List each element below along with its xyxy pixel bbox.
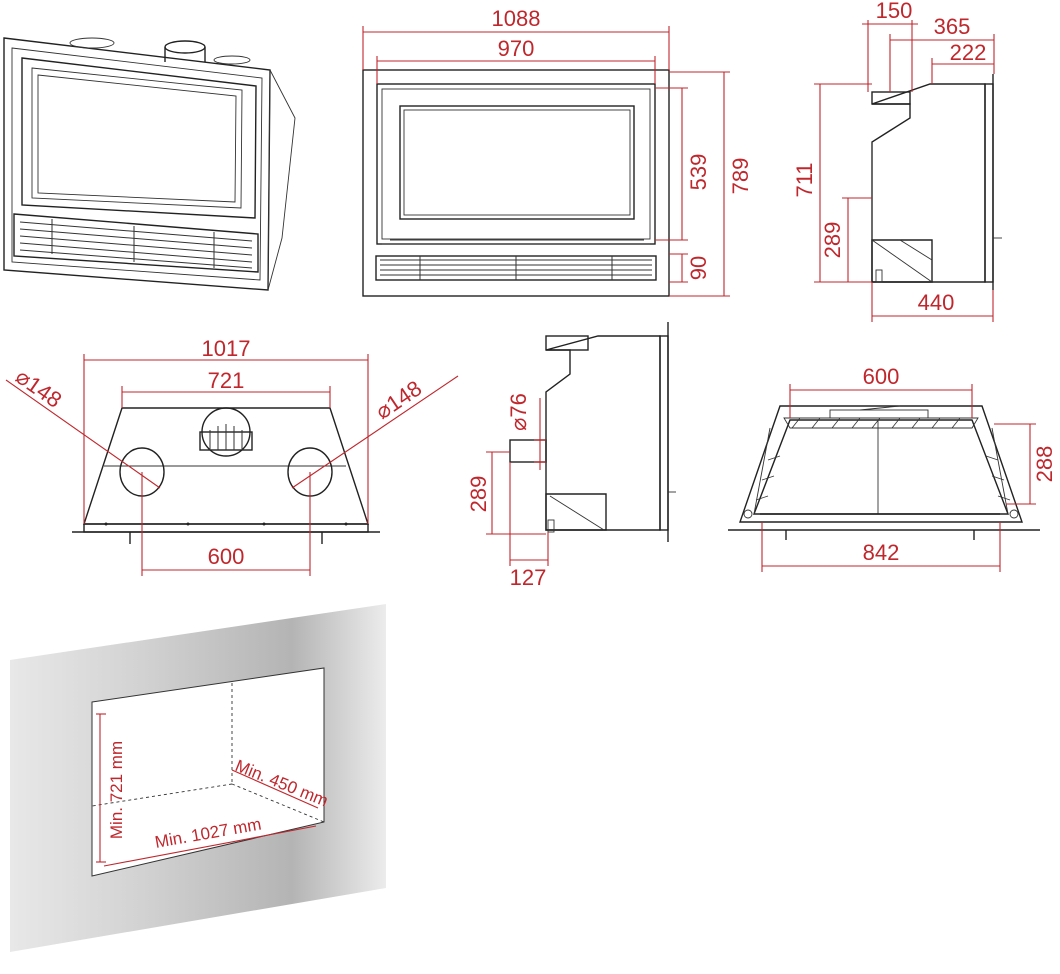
dim-side-inlet-diameter: ⌀76	[506, 393, 531, 431]
dim-side-offset: 127	[510, 565, 547, 590]
dim-side-depth: 440	[918, 290, 955, 315]
dim-side-lower-height: 289	[820, 222, 845, 259]
dim-side-depth-top: 222	[950, 40, 987, 65]
side-view-bottom-dimensions: ⌀76 289 127	[466, 393, 549, 590]
side-view-top-dimensions: 150 365 222 711 289 440	[792, 0, 995, 322]
dim-top-outlet-spacing: 600	[208, 544, 245, 569]
dim-section-width-bottom: 842	[863, 540, 900, 565]
section-view	[728, 405, 1040, 540]
top-view	[72, 407, 380, 544]
dim-front-total-height: 789	[728, 158, 753, 195]
wall-niche	[10, 604, 386, 952]
dim-front-inner-width: 970	[498, 36, 535, 61]
dim-top-diameter-left: ⌀148	[11, 364, 66, 413]
dim-side-total-height: 711	[792, 162, 817, 197]
perspective-view	[3, 37, 296, 291]
front-view	[362, 69, 670, 297]
dim-front-width: 1088	[492, 6, 541, 31]
side-view-bottom	[509, 322, 676, 542]
dim-section-width-top: 600	[863, 364, 900, 389]
dim-niche-min-height: Min. 721 mm	[107, 741, 126, 839]
dim-side-flue-offset: 365	[934, 14, 971, 39]
side-view-top	[871, 74, 1002, 290]
dim-top-width: 1017	[202, 336, 251, 361]
front-view-dimensions: 1088 970 539 90 789	[362, 6, 753, 297]
dim-top-diameter-right: ⌀148	[371, 375, 426, 424]
dim-side-height: 289	[466, 476, 491, 513]
section-view-dimensions: 600 842 288	[761, 364, 1057, 572]
dim-side-flue-width: 150	[876, 0, 913, 23]
dim-section-height: 288	[1032, 446, 1057, 483]
top-view-dimensions: 1017 721 600 ⌀148 ⌀148	[5, 336, 459, 576]
dim-front-grill-height: 90	[686, 256, 711, 280]
dim-front-glass-height: 539	[686, 154, 711, 191]
dim-top-inner-width: 721	[208, 368, 245, 393]
